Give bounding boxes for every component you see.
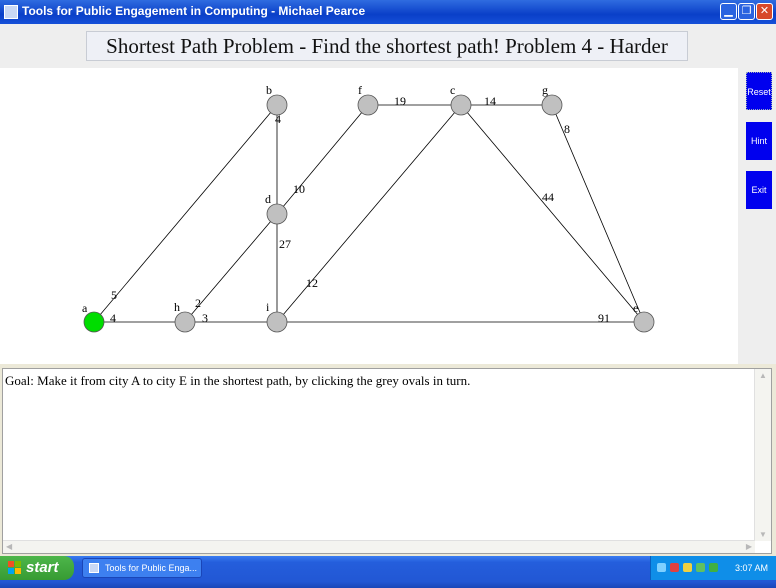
taskbar: start Tools for Public Enga... 3:07 AM [0, 556, 776, 588]
node-g[interactable] [541, 94, 563, 116]
java-app-icon [89, 563, 99, 573]
node-a[interactable] [83, 311, 105, 333]
node-h[interactable] [174, 311, 196, 333]
node-label-e: e [633, 301, 638, 315]
graph-canvas: 5 4 4 10 19 14 8 44 27 2 12 3 91 a b f c… [0, 68, 738, 364]
edge-c-i [276, 104, 462, 323]
start-label: start [26, 559, 59, 576]
window-title-bar[interactable]: Tools for Public Engagement in Computing… [0, 0, 776, 24]
node-b[interactable] [266, 94, 288, 116]
update-icon[interactable] [696, 563, 705, 572]
system-tray: 3:07 AM [650, 556, 776, 580]
node-label-f: f [358, 83, 362, 97]
goal-text-area[interactable]: Goal: Make it from city A to city E in t… [2, 368, 772, 554]
weight-b-d: 4 [275, 112, 281, 126]
node-f[interactable] [357, 94, 379, 116]
goal-text: Goal: Make it from city A to city E in t… [5, 373, 471, 388]
edge-d-h [184, 213, 278, 323]
security-icon[interactable] [670, 563, 679, 572]
scroll-right-icon[interactable]: ▶ [745, 542, 752, 551]
weight-c-g: 14 [484, 94, 496, 108]
node-label-g: g [542, 83, 548, 97]
weight-a-h: 4 [110, 311, 116, 325]
close-button[interactable]: ✕ [756, 3, 773, 20]
edge-g-e [551, 104, 645, 323]
edge-c-e [460, 104, 645, 323]
weight-a-b: 5 [111, 288, 117, 302]
weight-h-i: 3 [202, 311, 208, 325]
node-label-i: i [266, 300, 270, 314]
taskbar-app-button[interactable]: Tools for Public Enga... [82, 558, 202, 578]
edge-f-d [276, 104, 369, 215]
java-app-icon [4, 5, 18, 19]
page-title: Shortest Path Problem - Find the shortes… [86, 31, 688, 61]
weight-d-i: 27 [279, 237, 291, 251]
node-label-b: b [266, 83, 272, 97]
horizontal-scrollbar[interactable]: ◀ ▶ [3, 540, 755, 553]
edge-a-b [93, 104, 278, 323]
vertical-scrollbar[interactable]: ▲ ▼ [754, 369, 771, 541]
node-label-h: h [174, 300, 180, 314]
scroll-down-icon[interactable]: ▼ [759, 530, 767, 539]
exit-button[interactable]: Exit [746, 171, 772, 209]
scroll-left-icon[interactable]: ◀ [6, 542, 13, 551]
monitor-icon[interactable] [709, 563, 718, 572]
weight-i-e: 91 [598, 311, 610, 325]
reset-button[interactable]: Reset [746, 72, 772, 110]
node-label-c: c [450, 83, 455, 97]
volume-icon[interactable] [683, 563, 692, 572]
header-area: Shortest Path Problem - Find the shortes… [0, 24, 776, 68]
window-title: Tools for Public Engagement in Computing… [22, 4, 366, 18]
network-icon[interactable] [657, 563, 666, 572]
weight-c-i: 12 [306, 276, 318, 290]
node-e[interactable] [633, 311, 655, 333]
weight-d-h: 2 [195, 296, 201, 310]
maximize-button[interactable]: ❐ [738, 3, 755, 20]
scroll-up-icon[interactable]: ▲ [759, 371, 767, 380]
hint-button[interactable]: Hint [746, 122, 772, 160]
graph-svg: 5 4 4 10 19 14 8 44 27 2 12 3 91 a b f c… [82, 83, 655, 333]
sidebar: Reset Hint Exit [738, 68, 776, 364]
weight-f-c: 19 [394, 94, 406, 108]
weight-f-d: 10 [293, 182, 305, 196]
weight-c-e: 44 [542, 190, 554, 204]
node-d[interactable] [266, 203, 288, 225]
windows-flag-icon [8, 561, 21, 574]
weight-g-e: 8 [564, 122, 570, 136]
node-label-a: a [82, 301, 88, 315]
minimize-button[interactable]: ▁ [720, 3, 737, 20]
node-label-d: d [265, 192, 271, 206]
taskbar-app-label: Tools for Public Enga... [105, 563, 198, 573]
node-i[interactable] [266, 311, 288, 333]
clock: 3:07 AM [734, 563, 768, 573]
node-c[interactable] [450, 94, 472, 116]
start-button[interactable]: start [0, 556, 74, 580]
